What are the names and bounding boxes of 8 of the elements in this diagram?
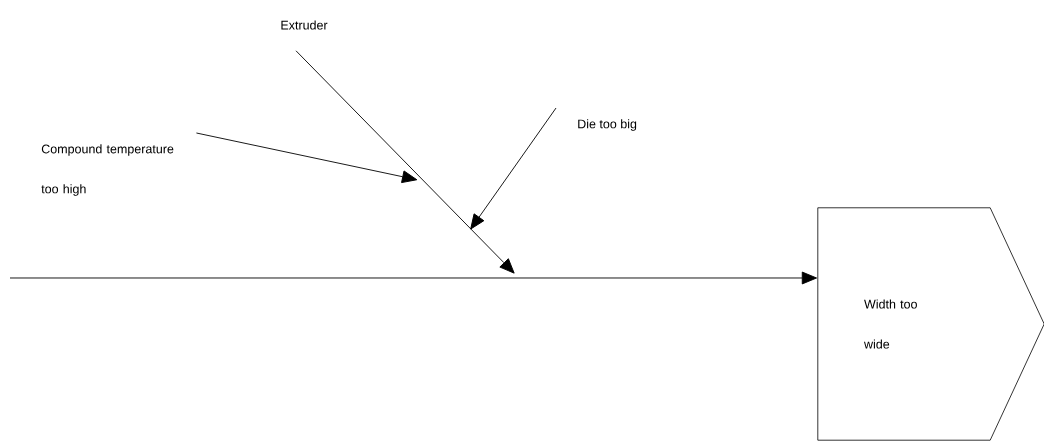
arrow	[295, 50, 515, 274]
effect-pentagon: Width too wide	[817, 207, 1044, 441]
cause-label: Compound temperature too high	[41, 144, 174, 196]
arrow	[470, 107, 557, 230]
cause-label: Extruder	[281, 20, 328, 30]
cause-label: Die too big	[578, 119, 637, 131]
spine-arrow	[9, 271, 818, 285]
arrow	[195, 132, 418, 184]
